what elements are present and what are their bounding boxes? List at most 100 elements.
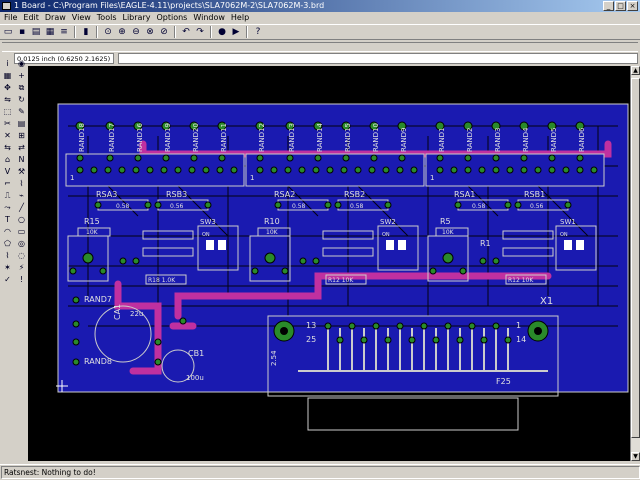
wire-icon[interactable]: ╱ xyxy=(19,203,24,212)
zoom-fit-icon[interactable]: ⊙ xyxy=(104,27,112,37)
pinswap-icon[interactable]: ⇆ xyxy=(4,143,11,152)
rand-label: RAND2 xyxy=(466,128,474,152)
script-icon[interactable]: ≡ xyxy=(60,27,68,37)
ripup-icon[interactable]: ⤳ xyxy=(4,203,11,212)
add-icon[interactable]: ⊞ xyxy=(18,131,25,140)
menu-file[interactable]: File xyxy=(4,13,18,22)
hole-icon[interactable]: ◌ xyxy=(18,251,25,260)
rect-icon[interactable]: ▭ xyxy=(17,227,26,236)
value-icon[interactable]: V xyxy=(4,167,11,176)
rotate-icon[interactable]: ↻ xyxy=(18,95,25,104)
drc-icon[interactable]: ! xyxy=(19,275,24,284)
info-icon[interactable]: i xyxy=(6,59,9,68)
rand-side-pads xyxy=(72,296,187,366)
zoom-out-icon[interactable]: ⊖ xyxy=(132,27,140,37)
menu-window[interactable]: Window xyxy=(193,13,225,22)
via-icon[interactable]: ◎ xyxy=(18,239,25,248)
help-icon[interactable]: ? xyxy=(255,27,261,37)
rand-label: RAND11 xyxy=(220,123,228,152)
smash-icon[interactable]: ⚒ xyxy=(17,167,26,176)
change-icon[interactable]: ✎ xyxy=(18,107,25,116)
zoom-redraw-icon[interactable]: ⊗ xyxy=(146,27,154,37)
rand7-label: RAND7 xyxy=(84,295,112,304)
ratsnest-icon[interactable]: ✶ xyxy=(4,263,11,272)
group-icon[interactable]: ⬚ xyxy=(3,107,12,116)
display-icon[interactable]: ▦ xyxy=(3,71,12,80)
vertical-scrollbar[interactable]: ▲ ▼ xyxy=(630,66,640,461)
toolbar-separator xyxy=(74,26,76,38)
menu-draw[interactable]: Draw xyxy=(44,13,66,22)
pcb-drawing: RAND18 RAND17 RAND16 RAND19 RAND20 RAND1… xyxy=(56,103,629,431)
zoom-in-icon[interactable]: ⊕ xyxy=(118,27,126,37)
ic-pads xyxy=(69,252,500,275)
menu-library[interactable]: Library xyxy=(122,13,151,22)
show-icon[interactable]: ◉ xyxy=(18,59,25,68)
scroll-up-icon[interactable]: ▲ xyxy=(631,66,640,75)
stop-icon[interactable]: ● xyxy=(218,27,226,37)
cut-icon[interactable]: ✂ xyxy=(4,119,11,128)
switch-labels: SW3 SW2 SW1 ON ON ON xyxy=(200,218,576,238)
redo-icon[interactable]: ↷ xyxy=(196,27,204,37)
close-button[interactable]: × xyxy=(627,1,638,11)
pitch-label: 2.54 xyxy=(270,350,278,366)
undo-icon[interactable]: ↶ xyxy=(182,27,190,37)
save-icon[interactable]: ▪ xyxy=(18,27,26,37)
switch-on-label: ON xyxy=(382,232,390,238)
paste-icon[interactable]: ▤ xyxy=(17,119,26,128)
minimize-button[interactable]: _ xyxy=(603,1,614,11)
cam-icon[interactable]: ▦ xyxy=(45,27,55,37)
menu-view[interactable]: View xyxy=(71,13,91,22)
rand8-label: RAND8 xyxy=(84,357,112,366)
resistor-labels: R15 R10 R5 R1 10K 10K 10K R18 1.0K R12 1… xyxy=(84,217,534,284)
toolbar-separator xyxy=(96,26,98,38)
arc-icon[interactable]: ◠ xyxy=(4,227,11,236)
header-pin1-labels: 1 1 1 xyxy=(70,174,434,182)
value-label: 10K xyxy=(266,229,279,236)
text-icon[interactable]: T xyxy=(5,215,10,224)
split-icon[interactable]: ⌇ xyxy=(19,179,24,188)
copy-icon[interactable]: ⧉ xyxy=(18,83,25,92)
rsb3-label: RSB3 xyxy=(166,190,187,199)
rand-label: RAND9 xyxy=(400,128,408,152)
name-icon[interactable]: N xyxy=(18,155,25,164)
small-resistors xyxy=(77,227,554,285)
maximize-button[interactable]: □ xyxy=(615,1,626,11)
rand-label: RAND10 xyxy=(372,123,380,152)
cb1-label: CB1 xyxy=(188,349,204,358)
rand-labels: RAND18 RAND17 RAND16 RAND19 RAND20 RAND1… xyxy=(78,123,586,152)
mirror-icon[interactable]: ⇋ xyxy=(4,95,11,104)
run-icon[interactable]: ▮ xyxy=(83,27,89,37)
pin25-label: 25 xyxy=(306,335,316,344)
miter-icon[interactable]: ⌐ xyxy=(4,179,11,188)
board-canvas[interactable]: RAND18 RAND17 RAND16 RAND19 RAND20 RAND1… xyxy=(28,66,630,461)
signal-icon[interactable]: ⌇ xyxy=(5,251,10,260)
route-icon[interactable]: ⌁ xyxy=(19,191,24,200)
scroll-thumb[interactable] xyxy=(631,78,640,438)
lock-icon[interactable]: ⌂ xyxy=(4,155,11,164)
move-icon[interactable]: ✥ xyxy=(4,83,11,92)
toolbar-separator xyxy=(174,26,176,38)
menu-options[interactable]: Options xyxy=(156,13,188,22)
go-icon[interactable]: ▶ xyxy=(232,27,240,37)
replace-icon[interactable]: ⇄ xyxy=(18,143,25,152)
menu-tools[interactable]: Tools xyxy=(96,13,117,22)
menu-help[interactable]: Help xyxy=(230,13,250,22)
ca1-value: 22u xyxy=(130,310,143,318)
db25-labels: 13 1 25 14 F25 X1 2.54 xyxy=(270,296,553,386)
delete-icon[interactable]: ✕ xyxy=(4,131,11,140)
command-line[interactable] xyxy=(118,53,638,64)
switch-on-label: ON xyxy=(202,232,210,238)
circle-icon[interactable]: ○ xyxy=(18,215,25,224)
mark-icon[interactable]: + xyxy=(18,71,25,80)
folder-open-icon[interactable]: ▭ xyxy=(3,27,13,37)
erc-icon[interactable]: ✓ xyxy=(4,275,11,284)
scroll-down-icon[interactable]: ▼ xyxy=(631,452,640,461)
menu-edit[interactable]: Edit xyxy=(23,13,39,22)
optimize-icon[interactable]: ⎍ xyxy=(4,191,11,200)
print-icon[interactable]: ▤ xyxy=(31,27,41,37)
zoom-select-icon[interactable]: ⊘ xyxy=(160,27,168,37)
auto-icon[interactable]: ⚡ xyxy=(18,263,25,272)
capacitors xyxy=(94,305,195,383)
polygon-icon[interactable]: ⬠ xyxy=(4,239,11,248)
